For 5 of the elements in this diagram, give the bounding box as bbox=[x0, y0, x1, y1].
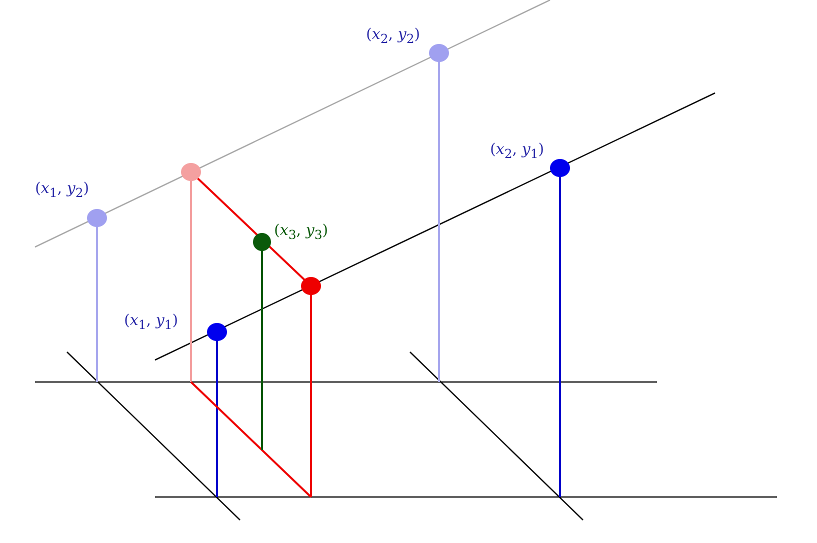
coordinate-label: (x$_{3}$, y$_{3}$) bbox=[274, 222, 328, 242]
coordinate-label: (x$_{2}$, y$_{1}$) bbox=[490, 141, 544, 161]
coordinate-label: (x$_{1}$, y$_{2}$) bbox=[35, 180, 90, 200]
coordinate-label: (x$_{2}$, y$_{2}$) bbox=[366, 26, 420, 46]
coordinate-label: (x$_{1}$, y$_{1}$) bbox=[124, 312, 178, 332]
